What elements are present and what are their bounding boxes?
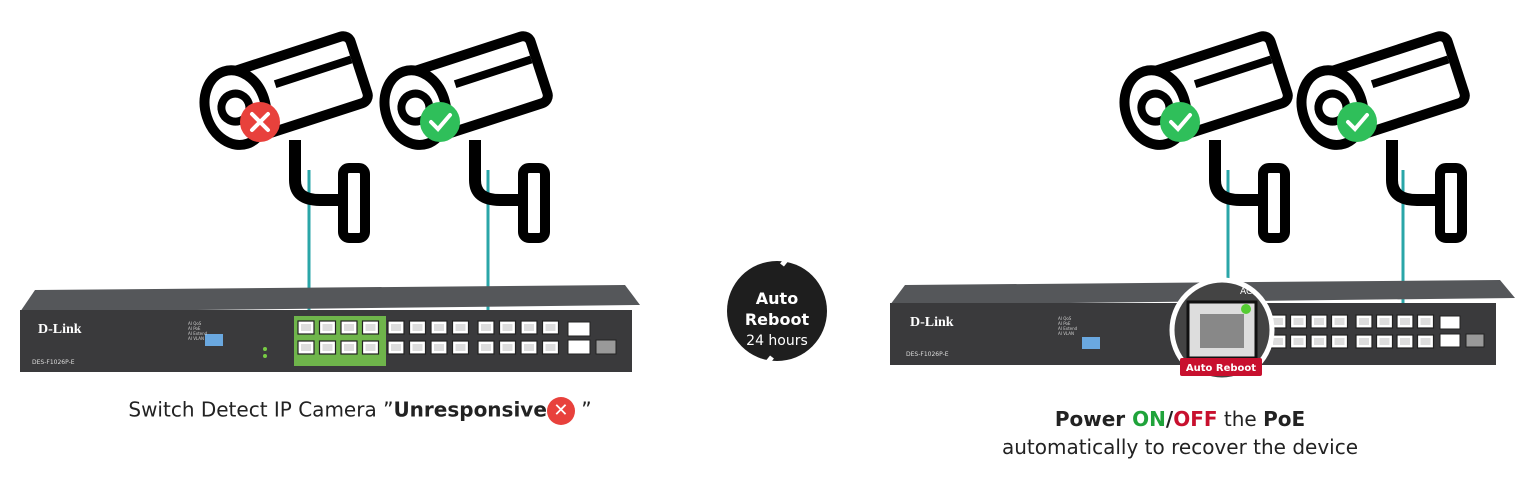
ethernet-port	[541, 320, 560, 335]
ethernet-port	[318, 340, 337, 355]
ethernet-port	[520, 340, 538, 355]
auto-reboot-label	[1180, 358, 1262, 376]
svg-text:AI QoS: AI QoS	[188, 321, 202, 326]
auto-reboot-badge: Auto Reboot 24 hours	[719, 251, 835, 371]
ethernet-port	[498, 320, 517, 335]
ethernet-port	[408, 340, 427, 355]
port-zoom-magnifier: AC Auto Reboot	[1169, 277, 1275, 383]
svg-text:Auto: Auto	[756, 289, 798, 308]
ethernet-port	[451, 320, 470, 335]
model-label: DES-F1026P-E	[906, 351, 949, 358]
ethernet-port	[1355, 314, 1373, 329]
check-icon	[420, 102, 460, 142]
brand-logo: D-Link	[910, 315, 954, 330]
check-icon	[1337, 102, 1377, 142]
ethernet-port	[1416, 314, 1435, 329]
left-scene: D-Link DES-F1026P-E AI QoS AI PoE AI Ext…	[20, 31, 640, 372]
refresh-arrow-icon	[759, 321, 835, 371]
ethernet-port	[361, 320, 380, 335]
model-label: DES-F1026P-E	[32, 359, 75, 366]
dip-switch	[1082, 337, 1100, 349]
svg-text:AI VLAN: AI VLAN	[188, 336, 204, 341]
ethernet-port	[1310, 334, 1328, 349]
ethernet-port	[1330, 314, 1349, 329]
ethernet-port	[408, 320, 427, 335]
refresh-arrow-icon	[719, 251, 795, 301]
ethernet-port	[340, 340, 358, 355]
svg-text:AI Extend: AI Extend	[1058, 326, 1078, 331]
ethernet-port	[1375, 334, 1394, 349]
ethernet-port	[541, 340, 560, 355]
ethernet-port	[1396, 314, 1414, 329]
ip-camera-unresponsive	[195, 31, 371, 238]
ethernet-port	[1416, 334, 1435, 349]
svg-text:24 hours: 24 hours	[746, 333, 808, 349]
switch-left: D-Link DES-F1026P-E AI QoS AI PoE AI Ext…	[20, 285, 640, 372]
ethernet-port	[318, 320, 337, 335]
ethernet-port	[387, 340, 405, 355]
ethernet-port	[520, 320, 538, 335]
ethernet-port	[361, 340, 380, 355]
svg-text:Auto Reboot: Auto Reboot	[1186, 363, 1256, 374]
ethernet-port	[1375, 314, 1394, 329]
svg-text:AC: AC	[1240, 287, 1252, 297]
ethernet-port	[477, 340, 495, 355]
ethernet-port	[387, 320, 405, 335]
ethernet-port	[477, 320, 495, 335]
ethernet-port	[340, 320, 358, 335]
svg-text:AI Extend: AI Extend	[188, 331, 208, 336]
ethernet-port	[1310, 314, 1328, 329]
right-caption: Power ON/OFF the PoE automatically to re…	[900, 405, 1460, 461]
svg-text:AI VLAN: AI VLAN	[1058, 331, 1074, 336]
ethernet-port	[430, 340, 448, 355]
ethernet-port	[1330, 334, 1349, 349]
right-caption-line1: Power ON/OFF the PoE	[1054, 407, 1306, 431]
right-caption-line2: automatically to recover the device	[1001, 435, 1359, 459]
check-icon	[1160, 102, 1200, 142]
ethernet-port	[1396, 334, 1414, 349]
brand-logo: D-Link	[38, 322, 82, 337]
svg-text:AI QoS: AI QoS	[1058, 316, 1072, 321]
right-scene: D-Link DES-F1026P-E AI QoS AI PoE AI Ext…	[890, 31, 1515, 383]
left-caption: Switch Detect IP Camera ”Unresponsive✕ ”	[60, 397, 660, 425]
ethernet-port	[430, 320, 448, 335]
ethernet-port	[297, 340, 315, 355]
svg-text:Reboot: Reboot	[745, 310, 810, 329]
svg-text:AI PoE: AI PoE	[1058, 321, 1071, 326]
dip-switch	[205, 334, 223, 346]
ip-camera-ok	[1292, 31, 1468, 238]
svg-text:AI PoE: AI PoE	[188, 326, 201, 331]
ip-camera-ok	[375, 31, 551, 238]
ethernet-port	[1289, 314, 1308, 329]
ethernet-port	[297, 320, 315, 335]
ip-camera-ok	[1115, 31, 1291, 238]
ethernet-port	[498, 340, 517, 355]
ethernet-port	[1355, 334, 1373, 349]
error-icon: ✕	[546, 397, 575, 425]
ethernet-port	[451, 340, 470, 355]
ethernet-port	[1289, 334, 1308, 349]
